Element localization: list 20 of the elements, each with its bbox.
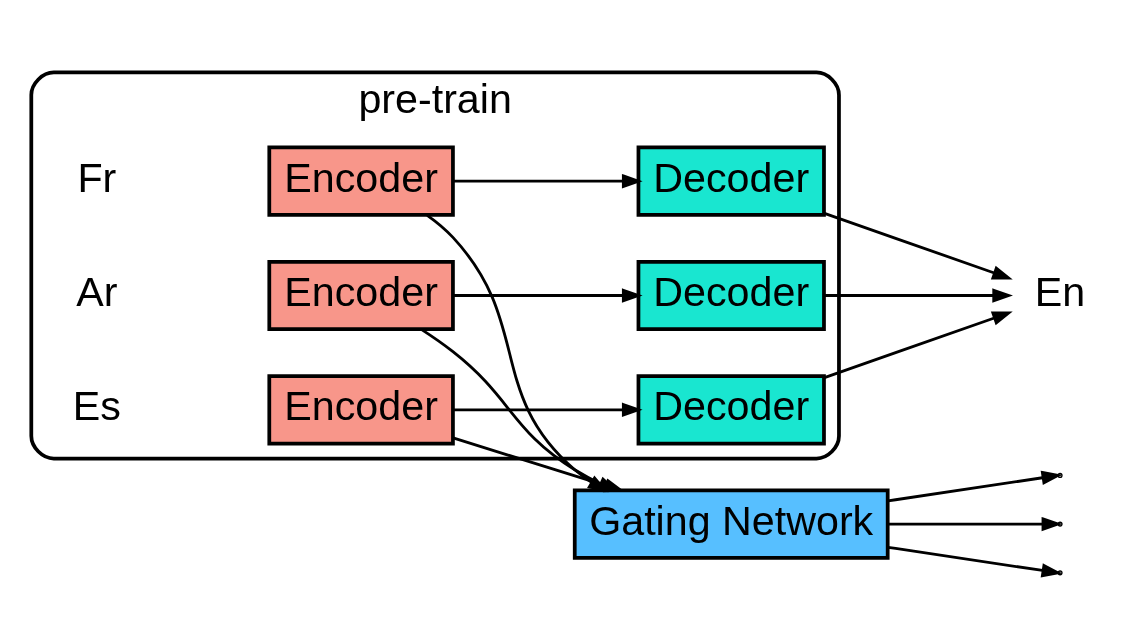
node-label: Ar	[76, 268, 118, 315]
node-box: Decoder	[636, 145, 826, 217]
arrow	[887, 545, 1063, 578]
node-box: Encoder	[267, 374, 455, 446]
node-box: Encoder	[267, 145, 455, 217]
arrow	[824, 288, 1013, 303]
node-box: Gating Network	[572, 488, 890, 560]
arrow	[888, 516, 1063, 532]
node-label: Es	[72, 383, 121, 430]
arrow	[824, 212, 1013, 280]
arrow	[453, 173, 643, 189]
arrow	[887, 470, 1063, 503]
arrow	[453, 288, 643, 303]
node-box: Decoder	[636, 374, 826, 446]
node-text: En	[1034, 268, 1086, 315]
arrow	[453, 402, 643, 417]
arrow	[824, 311, 1013, 379]
node-label: Fr	[77, 154, 117, 201]
node-box: Encoder	[267, 259, 455, 332]
node-box: Decoder	[636, 259, 826, 332]
